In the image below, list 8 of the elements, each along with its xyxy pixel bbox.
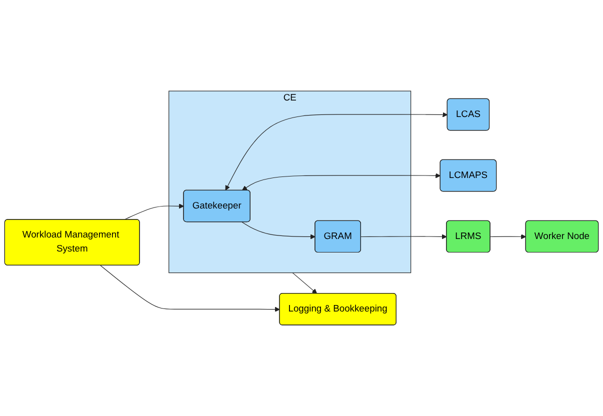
arrow [225, 112, 448, 190]
arrow [242, 222, 316, 240]
arrow [490, 234, 526, 240]
arrow [100, 265, 280, 312]
arrow [292, 272, 318, 294]
arrow [124, 204, 184, 220]
arrow [360, 234, 447, 240]
arrow [242, 173, 441, 191]
